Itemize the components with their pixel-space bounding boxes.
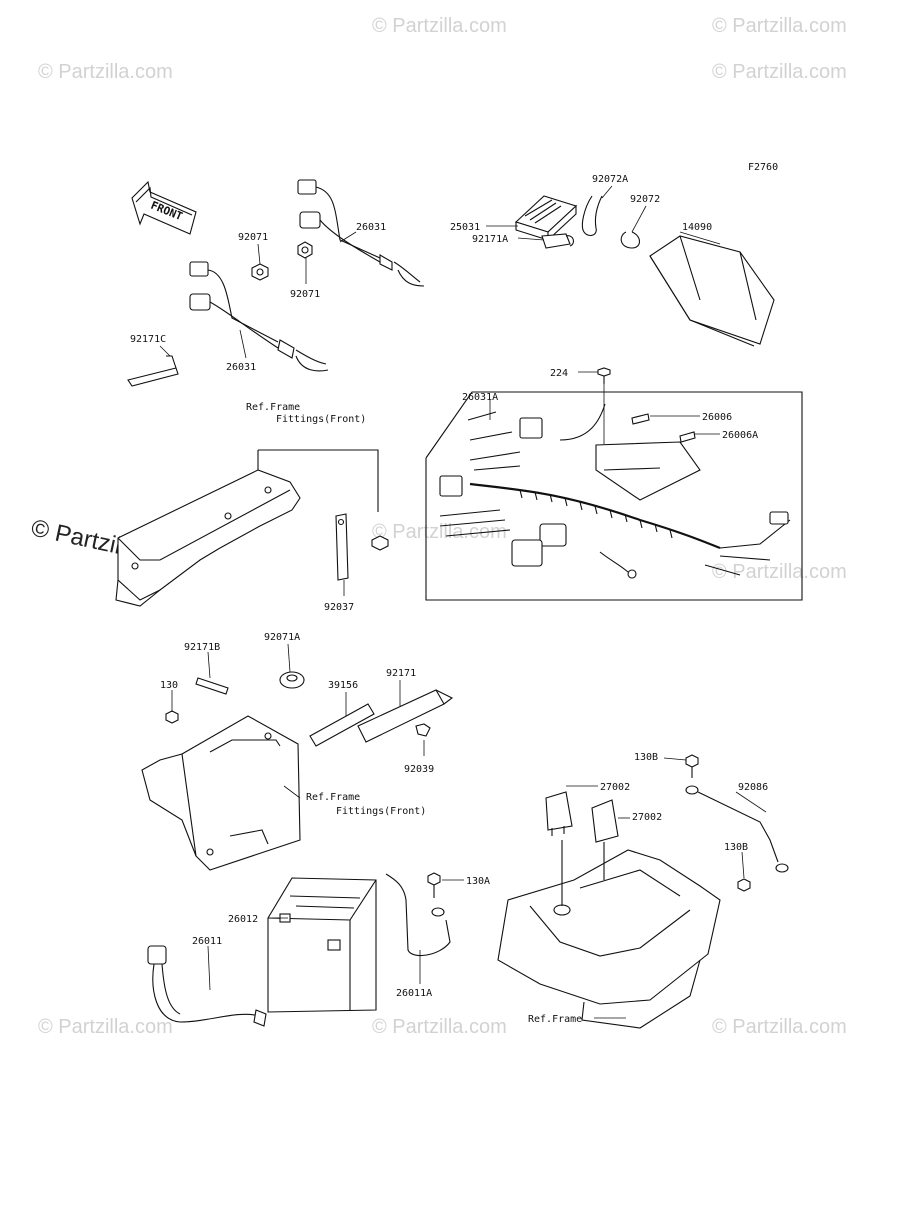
watermark: © Partzilla.com <box>38 61 173 83</box>
label-92072: 92072 <box>630 194 660 205</box>
label-26031: 26031 <box>226 362 256 373</box>
clamp-92171A <box>541 233 575 249</box>
label-92071: 92071 <box>290 289 320 300</box>
cover-14090 <box>649 235 775 347</box>
bracket-92171C <box>127 355 179 387</box>
label-26031A: 26031A <box>462 392 498 403</box>
bracket-92171 <box>357 689 454 743</box>
nut-92071-upper <box>251 263 269 281</box>
label-92171: 92171 <box>386 668 416 679</box>
label-25031: 25031 <box>450 222 480 233</box>
main-harness-26031A <box>425 391 803 601</box>
front-arrow-icon: FRONT <box>131 180 197 235</box>
label-130B: 130B <box>634 752 658 763</box>
label-ref-frame: Ref.Frame <box>246 402 300 413</box>
relay-27002-a <box>545 791 573 836</box>
watermark: © Partzilla.com <box>712 1016 847 1038</box>
bolt-130B-top <box>685 754 699 778</box>
watermark: © Partzilla.com <box>712 561 847 583</box>
clip-92039 <box>415 723 431 737</box>
label-ref-frame: Ref.Frame <box>528 1014 582 1025</box>
label-26031: 26031 <box>356 222 386 233</box>
label-92086: 92086 <box>738 782 768 793</box>
label-130B: 130B <box>724 842 748 853</box>
label-26006: 26006 <box>702 412 732 423</box>
label-14090: 14090 <box>682 222 712 233</box>
label-26011: 26011 <box>192 936 222 947</box>
frame-fittings-front-lower <box>141 715 301 871</box>
label-27002: 27002 <box>632 812 662 823</box>
relay-27002-b <box>591 799 619 843</box>
band-92072 <box>620 231 641 249</box>
grommet-92071A <box>279 671 305 689</box>
pad-39156 <box>309 703 375 747</box>
label-130A: 130A <box>466 876 490 887</box>
label-92039: 92039 <box>404 764 434 775</box>
leader-lines <box>159 185 767 1019</box>
bolt-130B-bottom <box>737 878 751 892</box>
label-ref-frame: Ref.Frame <box>306 792 360 803</box>
sub-harness-26031-upper <box>297 179 425 287</box>
strip-92037 <box>335 513 349 581</box>
label-92171B: 92171B <box>184 642 220 653</box>
fuse-26006A <box>679 431 696 443</box>
label-92071A: 92071A <box>264 632 300 643</box>
label-92171C: 92171C <box>130 334 166 345</box>
battery-frame <box>497 840 721 1029</box>
label-130: 130 <box>160 680 178 691</box>
frame-fittings-front-upper <box>115 449 379 607</box>
label-92037: 92037 <box>324 602 354 613</box>
figure-code: F2760 <box>748 162 778 173</box>
watermark: © Partzilla.com <box>38 1016 173 1038</box>
label-92071: 92071 <box>238 232 268 243</box>
label-fittings-front: Fittings(Front) <box>336 806 426 817</box>
cable-26011A <box>385 873 451 957</box>
watermark: © Partzilla.com <box>712 61 847 83</box>
sub-harness-26031-lower <box>189 261 329 372</box>
label-39156: 39156 <box>328 680 358 691</box>
fuse-26006 <box>631 413 650 425</box>
label-92171A: 92171A <box>472 234 508 245</box>
label-92072A: 92072A <box>592 174 628 185</box>
callout-labels: 92072A 25031 92072 14090 92171A 92071 26… <box>130 174 768 1025</box>
relay-25031 <box>514 195 578 242</box>
nut-92071-lower <box>297 241 313 259</box>
watermark: © Partzilla.com <box>372 15 507 37</box>
bolt-130 <box>165 710 179 724</box>
label-27002: 27002 <box>600 782 630 793</box>
label-224: 224 <box>550 368 568 379</box>
label-26012: 26012 <box>228 914 258 925</box>
band-92072A <box>581 195 603 237</box>
screw-224 <box>597 367 611 384</box>
watermark: © Partzilla.com <box>372 1016 507 1038</box>
watermark: © Partzilla.com <box>372 521 507 543</box>
bracket-92171B <box>195 677 229 695</box>
battery-26012 <box>267 877 377 1013</box>
watermark: © Partzilla.com <box>712 15 847 37</box>
label-fittings-front: Fittings(Front) <box>276 414 366 425</box>
bolt-130A <box>427 872 441 898</box>
cable-26011 <box>147 945 267 1027</box>
clip-fitting <box>371 535 389 551</box>
label-26011A: 26011A <box>396 988 432 999</box>
label-26006A: 26006A <box>722 430 758 441</box>
ground-lead-92086 <box>685 785 789 873</box>
